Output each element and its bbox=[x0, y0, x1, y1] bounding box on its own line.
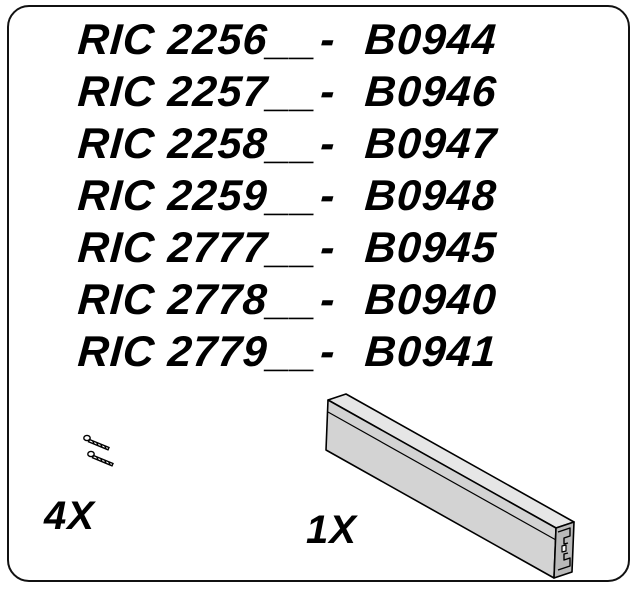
code-row: RIC 2258__-B0947 bbox=[76, 118, 498, 170]
separator: - bbox=[318, 68, 338, 116]
model-code: RIC 2257__ bbox=[76, 68, 320, 116]
aluminium-profile-icon bbox=[318, 386, 580, 591]
profile-quantity: 1X bbox=[306, 508, 357, 552]
model-code: RIC 2778__ bbox=[76, 276, 320, 324]
code-row: RIC 2778__-B0940 bbox=[76, 274, 498, 326]
code-row: RIC 2779__-B0941 bbox=[76, 326, 498, 378]
code-row: RIC 2777__-B0945 bbox=[76, 222, 498, 274]
separator: - bbox=[318, 16, 338, 64]
part-number: B0940 bbox=[363, 276, 499, 324]
screws-quantity: 4X bbox=[44, 494, 95, 538]
separator: - bbox=[318, 276, 338, 324]
separator: - bbox=[318, 328, 338, 376]
screws-icon bbox=[78, 430, 118, 480]
model-code: RIC 2256__ bbox=[76, 16, 320, 64]
code-row: RIC 2256__-B0944 bbox=[76, 14, 498, 66]
separator: - bbox=[318, 172, 338, 220]
model-code: RIC 2777__ bbox=[76, 224, 320, 272]
part-number: B0944 bbox=[363, 16, 499, 64]
code-row: RIC 2259__-B0948 bbox=[76, 170, 498, 222]
part-number: B0946 bbox=[363, 68, 499, 116]
part-number: B0947 bbox=[363, 120, 499, 168]
separator: - bbox=[318, 224, 338, 272]
separator: - bbox=[318, 120, 338, 168]
model-code: RIC 2259__ bbox=[76, 172, 320, 220]
part-number: B0941 bbox=[363, 328, 499, 376]
model-code: RIC 2779__ bbox=[76, 328, 320, 376]
part-number: B0945 bbox=[363, 224, 499, 272]
code-list: RIC 2256__-B0944 RIC 2257__-B0946 RIC 22… bbox=[76, 14, 498, 378]
model-code: RIC 2258__ bbox=[76, 120, 320, 168]
sheet-frame bbox=[7, 5, 630, 582]
code-row: RIC 2257__-B0946 bbox=[76, 66, 498, 118]
part-number: B0948 bbox=[363, 172, 499, 220]
